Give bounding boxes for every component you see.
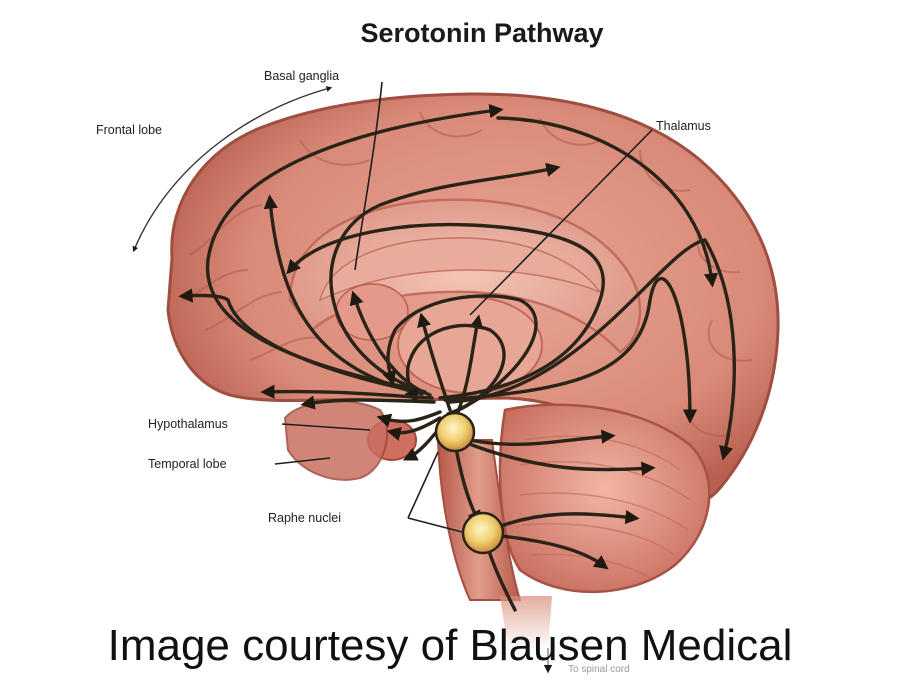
leader-raphe-lower bbox=[407, 517, 463, 533]
frontal-lobe-arc bbox=[132, 86, 333, 253]
leader-basal-ganglia bbox=[354, 81, 383, 271]
temporal-lobe bbox=[283, 400, 389, 481]
pathway-superior-to-occipital bbox=[496, 116, 719, 288]
leader-raphe-upper bbox=[407, 451, 439, 519]
gyri-texture bbox=[181, 111, 753, 437]
label-leaders bbox=[274, 81, 653, 533]
serotonin-projections bbox=[178, 103, 736, 612]
diagram-title: Serotonin Pathway bbox=[360, 18, 603, 48]
label-frontal-lobe: Frontal lobe bbox=[96, 123, 162, 137]
label-hypothalamus: Hypothalamus bbox=[148, 417, 228, 431]
raphe-nucleus-lower bbox=[461, 511, 505, 555]
pathway-orbitofrontal bbox=[260, 384, 434, 400]
corpus-callosum bbox=[288, 198, 642, 354]
pathway-thalamus-2 bbox=[456, 314, 484, 414]
label-to-spinal-cord: To spinal cord bbox=[568, 664, 630, 675]
pathway-occipital-lower bbox=[443, 276, 698, 424]
pathway-orbitofrontal-2 bbox=[300, 395, 436, 410]
pathway-occipital-pole bbox=[448, 238, 736, 461]
pathway-cerebellum-bottom bbox=[490, 533, 609, 570]
pathway-cerebellum-upper bbox=[468, 429, 616, 446]
pathway-inner-loop bbox=[404, 323, 506, 416]
leader-hypothalamus bbox=[281, 423, 371, 431]
label-temporal-lobe: Temporal lobe bbox=[148, 457, 227, 471]
label-basal-ganglia: Basal ganglia bbox=[264, 69, 339, 83]
pathway-parietal bbox=[286, 222, 605, 400]
pathway-frontal-pole bbox=[178, 288, 422, 394]
pathway-thalamus bbox=[417, 312, 452, 412]
raphe-nucleus-upper bbox=[434, 411, 476, 453]
label-raphe-nuclei: Raphe nuclei bbox=[268, 511, 341, 525]
pathway-hypothalamus bbox=[386, 416, 442, 441]
image-credit: Image courtesy of Blausen Medical bbox=[108, 621, 793, 670]
brain-illustration bbox=[166, 92, 780, 650]
pathway-cerebellum-mid bbox=[470, 443, 656, 476]
pathway-cingulate bbox=[329, 162, 561, 394]
pathway-spinal-cord bbox=[486, 546, 517, 612]
pathway-cerebellum-lower bbox=[488, 509, 640, 532]
pathway-temporal bbox=[376, 410, 442, 428]
leader-thalamus bbox=[469, 129, 653, 316]
label-thalamus: Thalamus bbox=[656, 119, 711, 133]
pathway-midline-loop bbox=[382, 294, 538, 414]
leader-temporal-lobe bbox=[274, 457, 331, 465]
